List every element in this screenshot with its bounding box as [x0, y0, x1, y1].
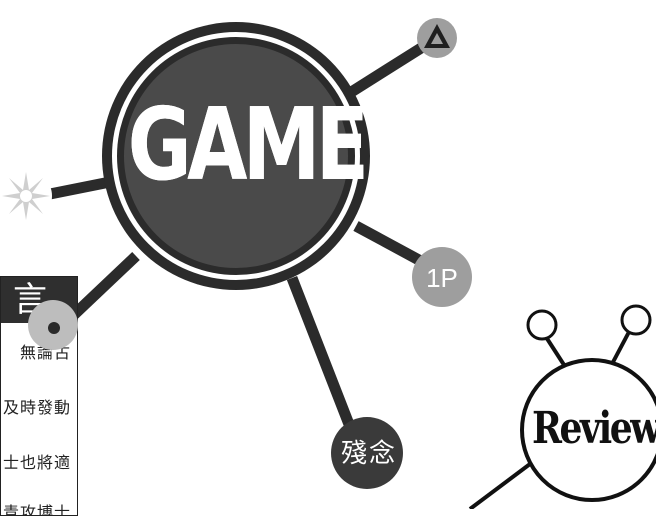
review-node-circle[interactable]: [520, 358, 656, 502]
side-panel-line: 及時發動: [2, 398, 71, 417]
review-antenna-left-line: [544, 335, 568, 370]
side-panel-line: 士也將適: [2, 453, 71, 472]
game-core-circle: [124, 44, 348, 268]
review-tail-line: [468, 462, 532, 509]
game-title: GAME: [127, 85, 369, 203]
side-panel-line: 青攻博士: [2, 503, 71, 516]
review-antenna-right-bulb: [620, 304, 652, 336]
review-antenna-left-bulb: [526, 309, 558, 341]
node-1p-circle[interactable]: [412, 247, 472, 307]
burst-icon[interactable]: [0, 170, 52, 222]
connector-zannen-line: [286, 276, 358, 434]
review-antenna-right-line: [610, 329, 632, 365]
node-zannen-label: 殘念: [340, 438, 397, 469]
node-zannen-circle[interactable]: [331, 417, 403, 489]
side-panel-dot: [48, 322, 60, 334]
connector-1p-line: [353, 221, 433, 271]
node-1p-label: 1P: [426, 262, 458, 293]
review-label: Review: [532, 402, 656, 454]
